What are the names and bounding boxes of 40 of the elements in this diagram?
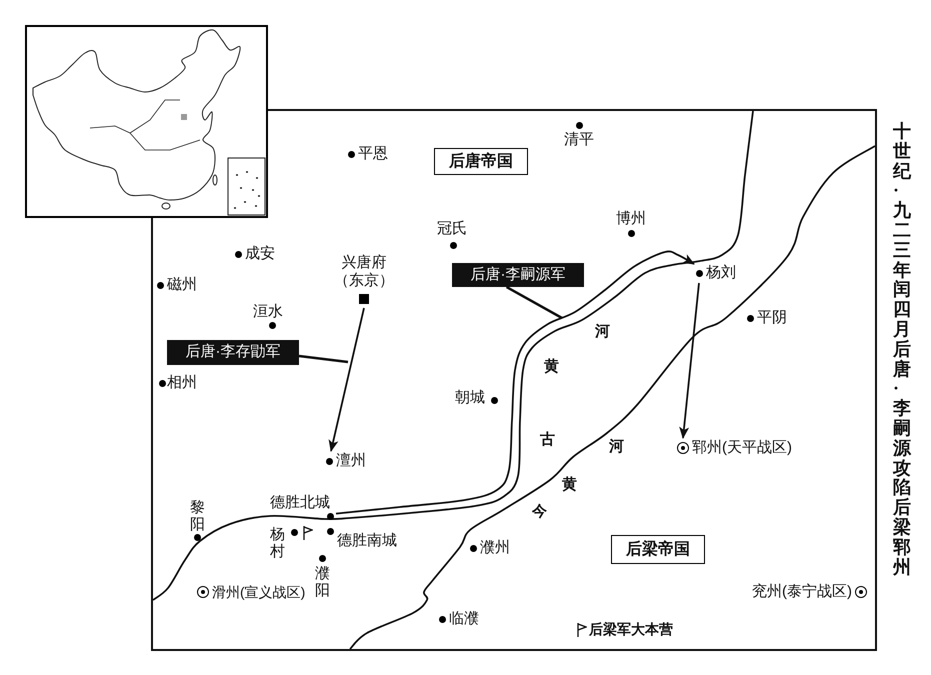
- river-name: 今: [532, 503, 547, 521]
- place-name: 洹水: [253, 303, 283, 321]
- place-name: 杨村: [270, 527, 285, 560]
- place-name: 平恩: [358, 145, 388, 163]
- legend-text: 后梁军大本营: [589, 620, 673, 639]
- place-name: 濮阳: [315, 566, 330, 599]
- arrow: [328, 308, 365, 452]
- river-name: 黄: [562, 476, 577, 494]
- callout-label: 后唐·李存勖军: [167, 340, 299, 365]
- river-name: 黄: [544, 358, 559, 376]
- river-name: 古: [540, 431, 555, 449]
- callout-label: 后唐·李嗣源军: [452, 263, 584, 287]
- place-name: 相州: [167, 374, 197, 392]
- place-name: 成安: [245, 245, 275, 263]
- place-name: 平阴: [757, 309, 787, 327]
- place-name: 磁州: [167, 276, 197, 294]
- place-name: 冠氏: [437, 220, 467, 238]
- place-name: 濮州: [480, 539, 510, 557]
- place-name: 德胜北城: [270, 494, 330, 512]
- arrow: [679, 282, 700, 439]
- place-name: 郓州(天平战区): [692, 439, 792, 457]
- place-name: 黎阳: [190, 500, 205, 533]
- place-name: 德胜南城: [337, 532, 397, 550]
- leader-line: [298, 354, 348, 364]
- region-label: 后梁帝国: [611, 535, 705, 564]
- river-name: 河: [609, 438, 624, 456]
- place-name: 兖州(泰宁战区): [752, 583, 852, 601]
- place-name: 澶州: [336, 452, 366, 470]
- place-name: 博州: [616, 210, 646, 228]
- river-name: 河: [595, 323, 610, 341]
- place-name: 清平: [564, 131, 594, 149]
- place-name: 兴唐府（东京）: [333, 254, 395, 290]
- place-name: 滑州(宣义战区): [212, 583, 306, 601]
- place-name: 杨刘: [706, 264, 736, 282]
- place-name: 临濮: [449, 610, 479, 628]
- region-label: 后唐帝国: [434, 148, 528, 175]
- leader-line: [506, 286, 563, 320]
- map-title: 十世纪·九二三年闰四月后唐·李嗣源攻陷后梁郓州: [893, 122, 911, 578]
- arrow: [336, 250, 695, 514]
- place-name: 朝城: [455, 389, 485, 407]
